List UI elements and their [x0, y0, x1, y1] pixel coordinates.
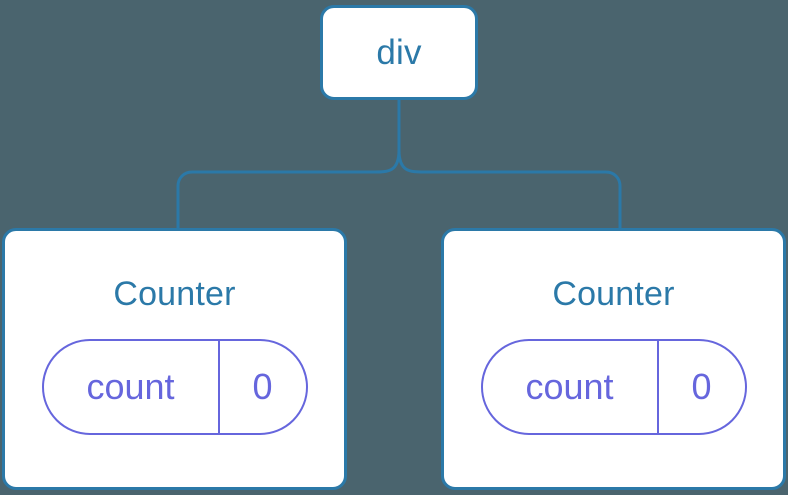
state-value-label: 0	[252, 366, 273, 407]
connector-branch-left	[176, 148, 401, 230]
component-node-counter-0: Counter count 0	[2, 228, 347, 490]
connector-branch-right	[397, 98, 622, 230]
state-key-label: count	[483, 341, 659, 433]
component-node-counter-1: Counter count 0	[441, 228, 786, 490]
state-value-label: 0	[691, 366, 712, 407]
component-title: Counter	[113, 275, 236, 313]
state-pill-count: count 0	[480, 339, 747, 435]
root-node-label: div	[376, 33, 422, 72]
root-node-div: div	[320, 5, 478, 100]
state-key-label: count	[44, 341, 220, 433]
state-pill-count: count 0	[41, 339, 308, 435]
component-title: Counter	[552, 275, 675, 313]
